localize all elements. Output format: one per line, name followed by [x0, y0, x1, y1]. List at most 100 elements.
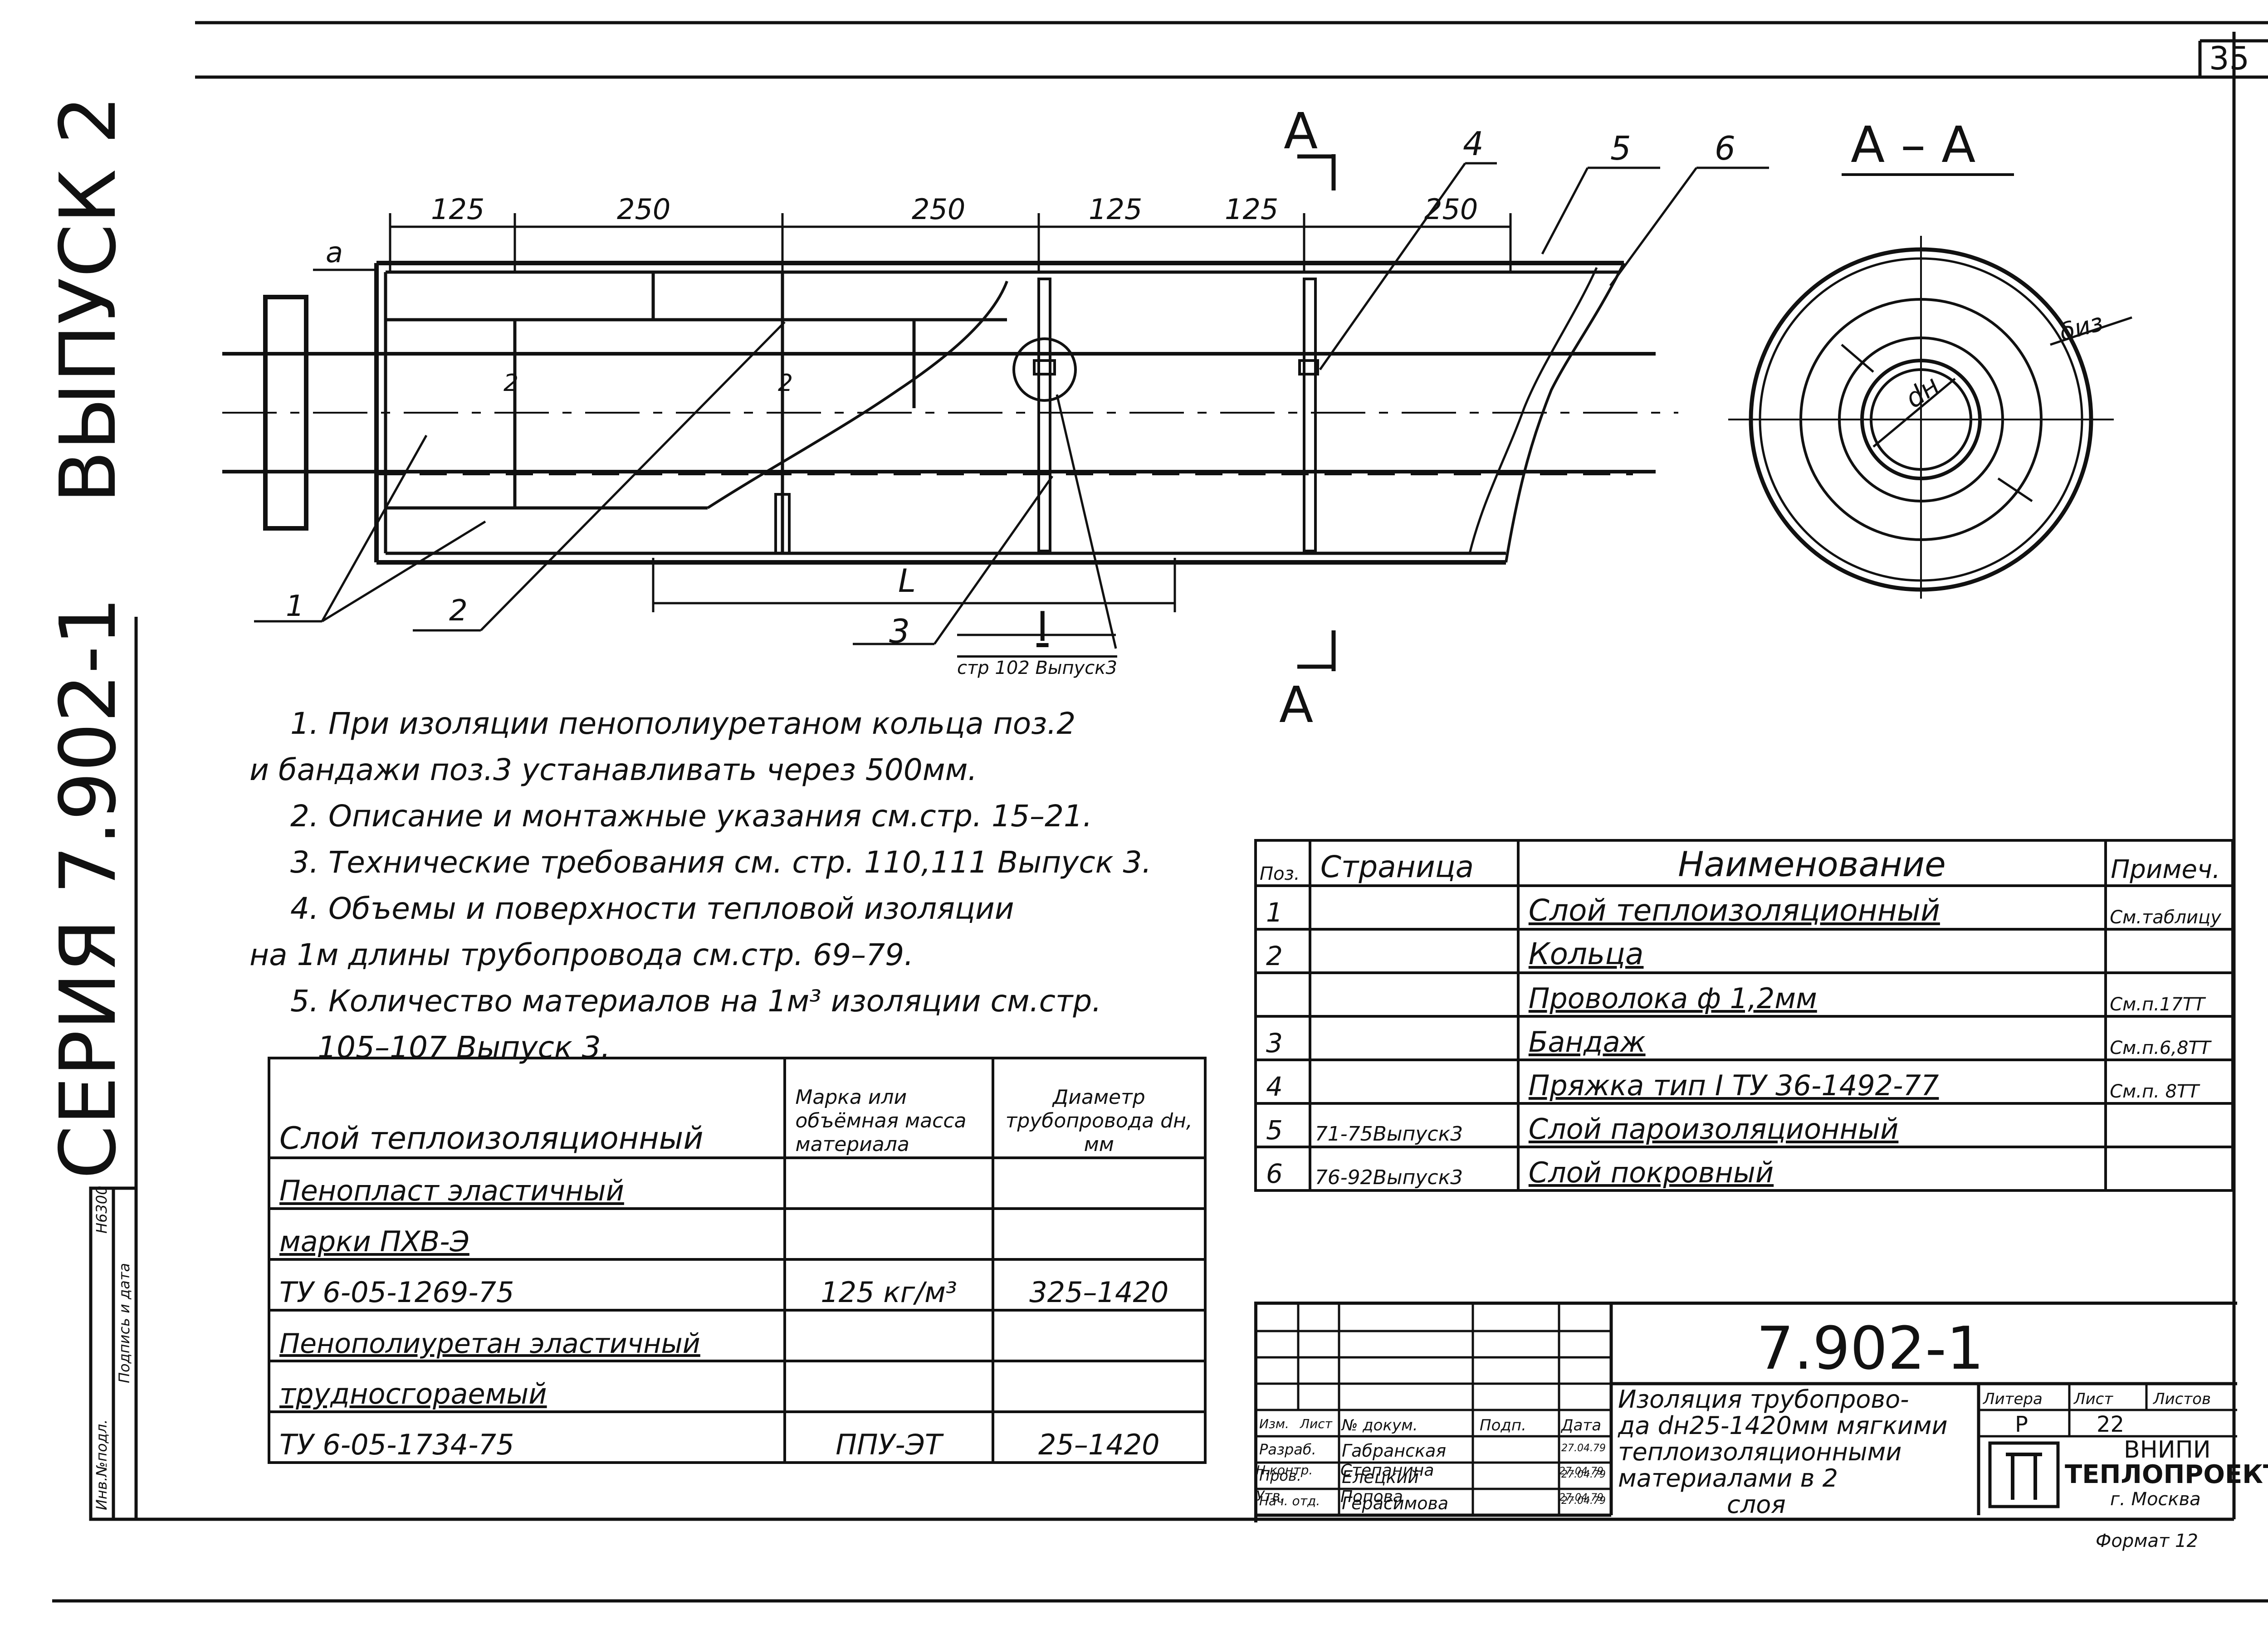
materials-cell-mark	[783, 1207, 994, 1261]
materials-cell-mark	[783, 1309, 994, 1362]
spec-cell-pos: 5	[1254, 1102, 1311, 1148]
spec-cell-name: Кольца	[1516, 928, 2107, 974]
materials-cell-diameter	[991, 1309, 1207, 1362]
litera-label: Литера	[1983, 1390, 2043, 1408]
leader-label-6: 6	[1715, 129, 1735, 167]
sheet-value: 22	[2097, 1412, 2125, 1437]
spec-cell-pos: 2	[1254, 928, 1311, 974]
title-line: материалами в 2	[1618, 1464, 1838, 1493]
title-line: Изоляция трубопрово-	[1618, 1385, 1909, 1414]
spec-cell-page	[1308, 884, 1520, 931]
materials-cell-layer: ТУ 6-05-1269-75	[267, 1258, 787, 1312]
dim-250-a: 250	[617, 193, 671, 226]
spec-table: Поз. Страница Наименование Примеч. 1 Сло…	[1254, 839, 2234, 1192]
role-2: Пров.	[1259, 1467, 1301, 1484]
col-list: Лист	[1300, 1416, 1332, 1431]
spec-cell-page: 71-75Выпуск3	[1308, 1102, 1520, 1148]
side-sign-label: Подпись и дата	[116, 1263, 133, 1383]
side-issue: ВЫПУСК 2	[44, 95, 133, 503]
materials-cell-mark	[783, 1360, 994, 1413]
dim-125-a: 125	[431, 193, 485, 226]
materials-cell-mark	[783, 1156, 994, 1210]
spec-header-row: Поз. Страница Наименование Примеч.	[1254, 839, 2234, 887]
spec-cell-name: Слой теплоизоляционный	[1516, 884, 2107, 931]
table-row: Проволока ф 1,2мм См.п.17ТТ	[1254, 971, 2234, 1018]
table-row: 2 Кольца	[1254, 928, 2234, 974]
dim-L: L	[898, 562, 916, 600]
sheets-label: Листов	[2153, 1390, 2211, 1408]
title-block-grid	[1257, 1305, 2237, 1517]
page-number: 35	[2209, 40, 2250, 77]
spec-cell-note: См.п. 8ТТ	[2104, 1058, 2234, 1105]
note-line: 2. Описание и монтажные указания см.стр.…	[290, 799, 1092, 834]
note-line: 4. Объемы и поверхности тепловой изоляци…	[290, 891, 1014, 926]
spec-header-note: Примеч.	[2104, 839, 2234, 887]
section-title: А – А	[1851, 116, 1976, 174]
spec-cell-page	[1308, 971, 1520, 1018]
spec-cell-name: Слой пароизоляционный	[1516, 1102, 2107, 1148]
note-line: 1. При изоляции пенополиуретаном кольца …	[290, 706, 1076, 741]
detail-mark: I	[1036, 603, 1049, 651]
table-row: 6 76-92Выпуск3 Слой покровный	[1254, 1146, 2234, 1192]
materials-cell-diameter: 25–1420	[991, 1410, 1207, 1464]
table-row: 3 Бандаж См.п.6,8ТТ	[1254, 1015, 2234, 1061]
dim-a: a	[326, 236, 343, 269]
materials-cell-diameter	[991, 1360, 1207, 1413]
materials-cell-layer: Пенополиуретан эластичный	[267, 1309, 787, 1362]
spec-header-name: Наименование	[1516, 839, 2107, 887]
role-3: Нач. отд.	[1259, 1493, 1320, 1508]
org-city: г. Москва	[2110, 1489, 2201, 1510]
role-2-name: Елецкий	[1342, 1467, 1419, 1487]
spec-cell-page	[1308, 1015, 1520, 1061]
materials-cell-diameter: 325–1420	[991, 1258, 1207, 1312]
materials-cell-layer: марки ПХВ-Э	[267, 1207, 787, 1261]
title-block: 7.902-1 Изм. Лист № докум. Подп. Дата Ра…	[1254, 1302, 2268, 1522]
table-row: 4 Пряжка тип I ТУ 36-1492-77 См.п. 8ТТ	[1254, 1058, 2234, 1105]
table-row: 5 71-75Выпуск3 Слой пароизоляционный	[1254, 1102, 2234, 1148]
materials-header-mark: Марка или объёмная масса материала	[783, 1057, 994, 1159]
detail-ref: стр 102 Выпуск3	[957, 655, 1117, 678]
role-4-name: Степанина	[1340, 1461, 1434, 1480]
spec-cell-pos: 4	[1254, 1058, 1311, 1105]
spec-cell-note: См.п.6,8ТТ	[2104, 1015, 2234, 1061]
spec-cell-pos: 3	[1254, 1015, 1311, 1061]
role-1-date: 27.04.79	[1561, 1443, 1606, 1454]
note-line: на 1м длины трубопровода см.стр. 69–79.	[249, 937, 914, 972]
side-series: СЕРИЯ 7.902-1	[44, 596, 133, 1179]
role-1: Разраб.	[1259, 1441, 1316, 1458]
note-line: 3. Технические требования см. стр. 110,1…	[290, 845, 1152, 880]
notes-block: 1. При изоляции пенополиуретаном кольца …	[249, 701, 1293, 1071]
role-5-name: Попова	[1340, 1488, 1403, 1506]
title-text: Изоляция трубопрово- да dн25-1420мм мягк…	[1618, 1386, 1976, 1518]
materials-cell-layer: Пенопласт эластичный	[267, 1156, 787, 1210]
materials-table: Слой теплоизоляционный Марка или объёмна…	[267, 1057, 1207, 1464]
col-date: Дата	[1561, 1416, 1602, 1434]
spec-cell-note	[2104, 928, 2234, 974]
role-4-label: Н.контр.	[1256, 1463, 1313, 1478]
spec-cell-pos: 6	[1254, 1146, 1311, 1192]
materials-cell-diameter	[991, 1207, 1207, 1261]
spec-cell-name: Бандаж	[1516, 1015, 2107, 1061]
side-inv-label: Инв.№подл.	[93, 1419, 110, 1510]
inner-label-2b: 2	[778, 370, 793, 397]
table-row: марки ПХВ-Э	[267, 1207, 1207, 1261]
col-doc: № докум.	[1342, 1416, 1418, 1434]
materials-header-row: Слой теплоизоляционный Марка или объёмна…	[267, 1057, 1207, 1159]
spec-cell-name: Слой покровный	[1516, 1146, 2107, 1192]
leader-label-3: 3	[889, 612, 910, 650]
col-izm: Изм.	[1259, 1416, 1289, 1431]
org-line-2: ТЕПЛОПРОЕКТ	[2065, 1460, 2268, 1489]
materials-cell-diameter	[991, 1156, 1207, 1210]
sheet-label: Лист	[2074, 1390, 2113, 1408]
dim-250-b: 250	[912, 193, 966, 226]
role-2-date: 27.04.79	[1561, 1469, 1606, 1480]
materials-header-layer: Слой теплоизоляционный	[267, 1057, 787, 1159]
role-3-date: 27.04.79	[1561, 1495, 1606, 1507]
materials-cell-mark: 125 кг/м³	[783, 1258, 994, 1312]
format-label: Формат 12	[2096, 1531, 2198, 1551]
role-5-label: Утв.	[1256, 1488, 1285, 1504]
leader-label-4: 4	[1463, 125, 1484, 163]
litera-value: Р	[2015, 1412, 2028, 1437]
role-3-name: Герасимова	[1342, 1493, 1449, 1513]
